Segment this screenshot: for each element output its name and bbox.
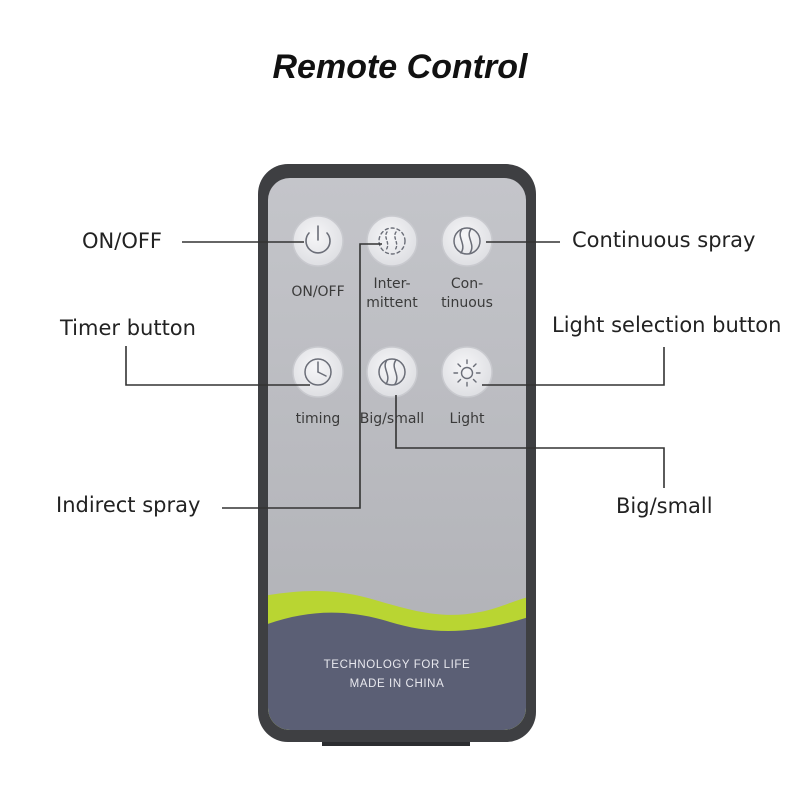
light-label: Light — [449, 411, 485, 427]
callout-light-selection-button: Light selection button — [552, 313, 782, 337]
big-small-button[interactable] — [366, 346, 418, 398]
big-small-label: Big/small — [359, 411, 425, 427]
page-title: Remote Control — [272, 48, 528, 86]
leader-lines — [125, 241, 665, 509]
continuous-spray-icon — [453, 227, 481, 255]
mist-size-icon — [378, 358, 406, 386]
power-button[interactable] — [292, 215, 344, 267]
callout-indirect-spray: Indirect spray — [56, 493, 201, 517]
leader-indirect-spray — [222, 243, 382, 509]
footer-line-1: TECHNOLOGY FOR LIFE — [323, 659, 471, 671]
leader-big-small — [395, 395, 665, 488]
sun-icon — [453, 359, 481, 387]
clock-icon — [304, 358, 332, 386]
callout-big-small: Big/small — [616, 494, 713, 518]
footer-band — [268, 612, 526, 730]
power-icon — [305, 225, 331, 254]
continuous-label-line1: Con- — [450, 276, 484, 292]
timing-label: timing — [295, 411, 341, 427]
power-button-label: ON/OFF — [291, 284, 345, 300]
leader-timer — [125, 346, 310, 386]
callout-continuous-spray: Continuous spray — [572, 228, 756, 252]
callout-on-off: ON/OFF — [82, 229, 163, 253]
continuous-button[interactable] — [441, 215, 493, 267]
intermittent-spray-icon — [378, 227, 406, 255]
continuous-label-line2: tinuous — [441, 295, 493, 311]
intermittent-button[interactable] — [366, 215, 418, 267]
timing-button[interactable] — [292, 346, 344, 398]
leader-light-selection — [482, 347, 665, 386]
footer-line-2: MADE IN CHINA — [349, 678, 445, 690]
intermittent-label-line2: mittent — [366, 295, 418, 311]
intermittent-label-line1: Inter- — [373, 276, 411, 292]
callout-timer-button: Timer button — [60, 316, 196, 340]
light-button[interactable] — [441, 346, 493, 398]
